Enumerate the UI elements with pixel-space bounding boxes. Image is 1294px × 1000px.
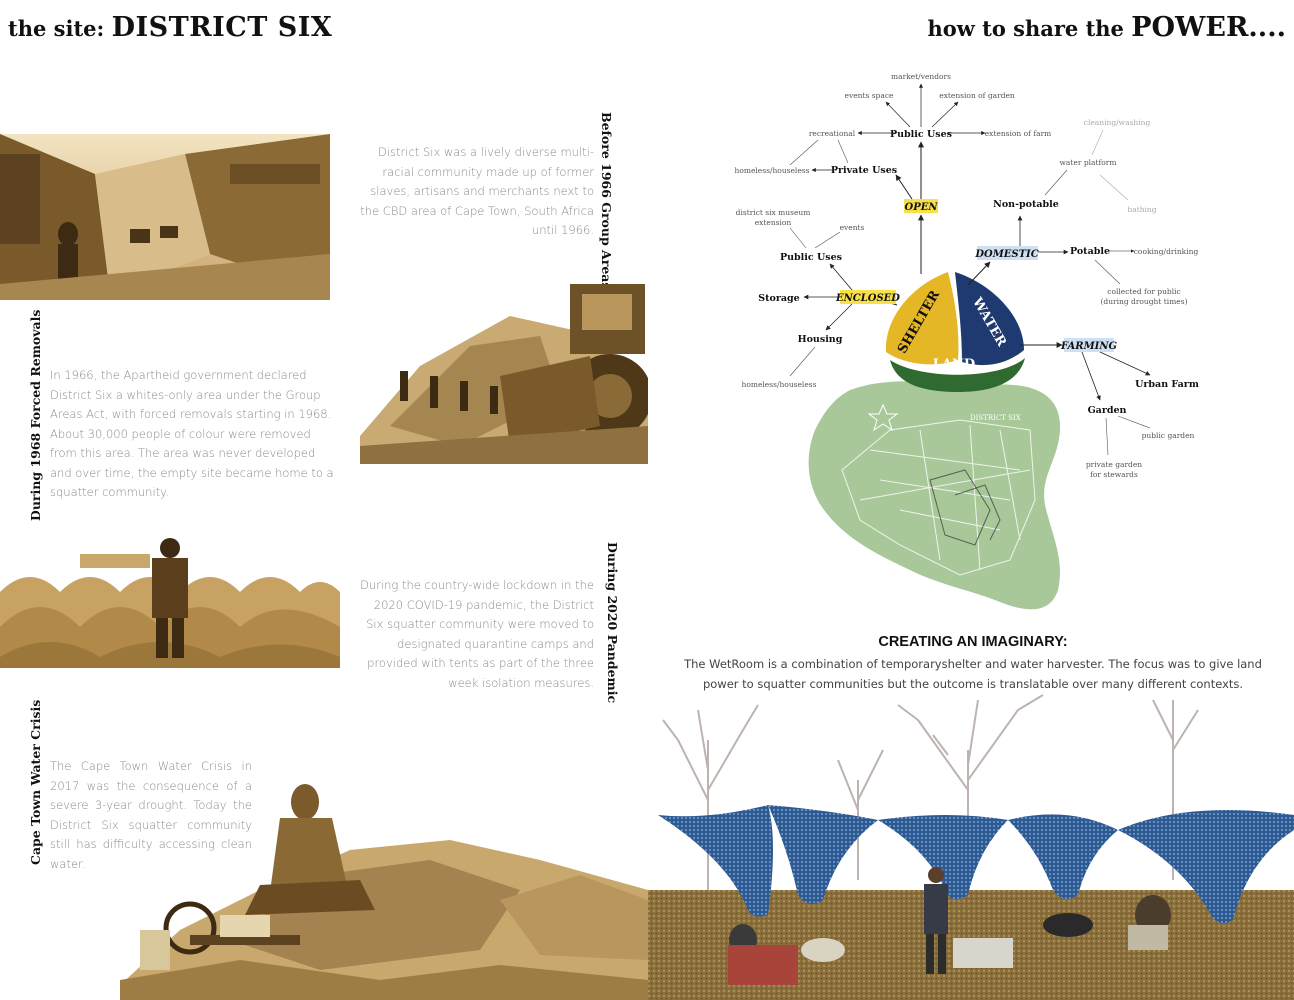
node-ext-farm: extension of farm <box>985 129 1052 138</box>
node-cleaning: cleaning/washing <box>1084 118 1151 127</box>
map-streets <box>841 419 1036 576</box>
node-ext-garden: extension of garden <box>939 91 1015 100</box>
street-photo <box>0 134 330 300</box>
shelter-segment <box>885 272 959 365</box>
node-housing: Housing <box>798 334 843 345</box>
wetroom-collage <box>648 680 1294 1000</box>
node-cooking: cooking/drinking <box>1134 247 1199 256</box>
node-events: events <box>840 223 865 232</box>
section3-label: During 2020 Pandemic <box>605 542 620 704</box>
concept-diagram: DISTRICT SIX SHELTER WATER LAND OPEN Pub… <box>735 72 1199 610</box>
node-market: market/vendors <box>891 72 951 81</box>
rubble-photo <box>120 780 648 1000</box>
domestic-tag <box>977 246 1038 260</box>
node-collected-1: collected for public <box>1107 287 1180 296</box>
node-private-uses: Private Uses <box>831 165 897 176</box>
node-collected-2: (during drought times) <box>1100 297 1187 306</box>
title-prefix: the site: <box>8 16 112 41</box>
open-tag-label: OPEN <box>905 202 939 213</box>
imaginary-block: CREATING AN IMAGINARY: The WetRoom is a … <box>660 634 1286 694</box>
node-garden: Garden <box>1088 405 1127 416</box>
imaginary-line1: The WetRoom is a combination of temporar… <box>684 657 1262 671</box>
section4-text: The Cape Town Water Crisis in 2017 was t… <box>50 759 252 871</box>
farming-tag <box>1064 338 1114 352</box>
section2-label: During 1968 Forced Removals <box>28 309 43 521</box>
domestic-tag-label: DOMESTIC <box>974 249 1038 260</box>
node-public-uses-top: Public Uses <box>890 129 952 140</box>
tents-photo <box>0 532 340 668</box>
land-label: LAND <box>933 357 975 372</box>
node-events-space: events space <box>845 91 895 100</box>
open-tag <box>904 199 938 213</box>
node-storage: Storage <box>758 293 799 304</box>
imaginary-title: CREATING AN IMAGINARY: <box>878 634 1068 650</box>
node-recreational: recreational <box>809 129 856 138</box>
title-main: POWER.... <box>1131 12 1286 43</box>
farming-tag-label: FARMING <box>1060 341 1117 352</box>
section1-text: District Six was a lively diverse multi-… <box>360 145 594 237</box>
node-bathing: bathing <box>1127 205 1156 214</box>
node-potable: Potable <box>1070 246 1110 257</box>
node-water-platform: water platform <box>1060 158 1117 167</box>
imaginary-line2: power to squatter communities but the ou… <box>702 677 1244 691</box>
section1-label: Before 1966 Group Areas <box>599 112 614 290</box>
left-page-title: the site: DISTRICT SIX <box>8 12 332 43</box>
node-public-uses-left: Public Uses <box>780 252 842 263</box>
node-urban-farm: Urban Farm <box>1135 379 1199 390</box>
land-segment <box>890 358 1025 392</box>
bulldozer-photo <box>360 276 648 464</box>
node-private-garden-1: private garden <box>1086 460 1142 469</box>
water-segment <box>955 272 1024 366</box>
title-prefix: how to share the <box>927 16 1132 41</box>
node-non-potable: Non-potable <box>993 199 1059 210</box>
wetroom-canopies <box>658 805 1294 924</box>
enclosed-tag-label: ENCLOSED <box>835 293 900 304</box>
node-public-garden: public garden <box>1142 431 1195 440</box>
node-museum-2: extension <box>755 218 792 227</box>
right-page-title: how to share the POWER.... <box>927 12 1286 43</box>
section4-label: Cape Town Water Crisis <box>28 699 43 865</box>
map-plots <box>929 469 1001 546</box>
enclosed-tag <box>840 290 896 304</box>
section3-text: During the country-wide lockdown in the … <box>360 578 594 690</box>
node-private-garden-2: for stewards <box>1090 470 1138 479</box>
people-group <box>728 867 1171 985</box>
star-icon <box>867 403 899 432</box>
title-main: DISTRICT SIX <box>111 12 333 43</box>
section2-text: In 1966, the Apartheid government declar… <box>50 368 334 499</box>
map-label: DISTRICT SIX <box>970 414 1021 422</box>
node-museum-1: district six museum <box>736 208 811 217</box>
node-homeless-bottom: homeless/houseless <box>742 380 817 389</box>
node-homeless-top: homeless/houseless <box>735 166 810 175</box>
